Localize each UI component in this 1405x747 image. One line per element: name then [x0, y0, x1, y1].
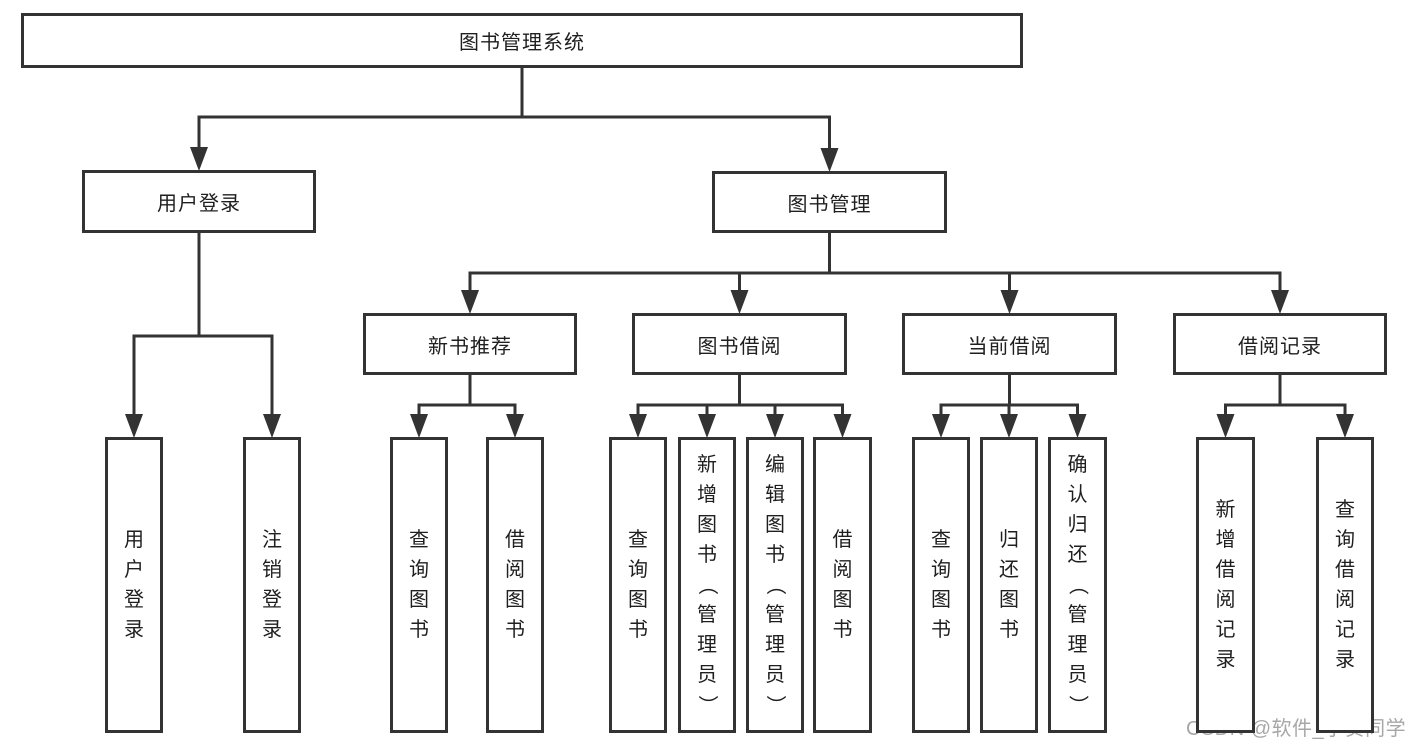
node-user-login: 用户登录 — [82, 170, 316, 233]
node-label: 用户登录 — [157, 193, 241, 215]
node-label: 图书管理 — [787, 193, 872, 216]
node-label: 新增图书（管理员） — [696, 454, 718, 715]
node-label: 归还图书 — [999, 529, 1019, 641]
node-leaf-query-borrow-record: 查询借阅记录 — [1316, 437, 1374, 733]
node-leaf-borrow-books-recommend: 借阅图书 — [486, 437, 544, 733]
node-label: 编辑图书（管理员） — [764, 454, 786, 715]
node-label: 查询图书 — [409, 529, 429, 641]
node-label: 借阅图书 — [505, 529, 525, 641]
node-label: 当前借阅 — [967, 335, 1052, 358]
node-leaf-add-book-admin: 新增图书（管理员） — [678, 437, 736, 733]
node-label: 查询图书 — [931, 529, 951, 641]
node-label: 借阅图书 — [832, 529, 853, 641]
node-leaf-borrow-books: 借阅图书 — [813, 437, 872, 733]
node-book-borrowing: 图书借阅 — [632, 313, 847, 375]
node-label: 新书推荐 — [428, 335, 512, 358]
node-borrowing-records: 借阅记录 — [1173, 313, 1387, 375]
node-leaf-logout: 注销登录 — [243, 437, 301, 733]
node-label: 借阅记录 — [1238, 335, 1322, 358]
node-leaf-confirm-return-admin: 确认归还（管理员） — [1048, 437, 1107, 733]
node-label: 图书管理系统 — [459, 32, 585, 54]
node-label: 图书借阅 — [697, 335, 782, 358]
node-current-borrowing: 当前借阅 — [902, 313, 1117, 375]
node-leaf-query-books-borrow: 查询图书 — [609, 437, 667, 733]
node-leaf-query-books-recommend: 查询图书 — [390, 437, 448, 733]
node-book-management: 图书管理 — [712, 171, 947, 233]
node-label: 查询借阅记录 — [1335, 499, 1355, 671]
node-label: 注销登录 — [262, 529, 282, 641]
node-leaf-return-book: 归还图书 — [980, 437, 1038, 733]
node-leaf-edit-book-admin: 编辑图书（管理员） — [746, 437, 804, 733]
node-leaf-user-login: 用户登录 — [105, 437, 163, 733]
node-label: 确认归还（管理员） — [1066, 454, 1089, 715]
node-label: 用户登录 — [124, 529, 144, 641]
node-label: 新增借阅记录 — [1215, 499, 1236, 671]
node-new-book-recommend: 新书推荐 — [363, 313, 577, 375]
node-leaf-query-books-current: 查询图书 — [912, 437, 970, 733]
node-system: 图书管理系统 — [21, 13, 1023, 68]
node-leaf-add-borrow-record: 新增借阅记录 — [1196, 437, 1255, 733]
node-label: 查询图书 — [628, 529, 648, 641]
